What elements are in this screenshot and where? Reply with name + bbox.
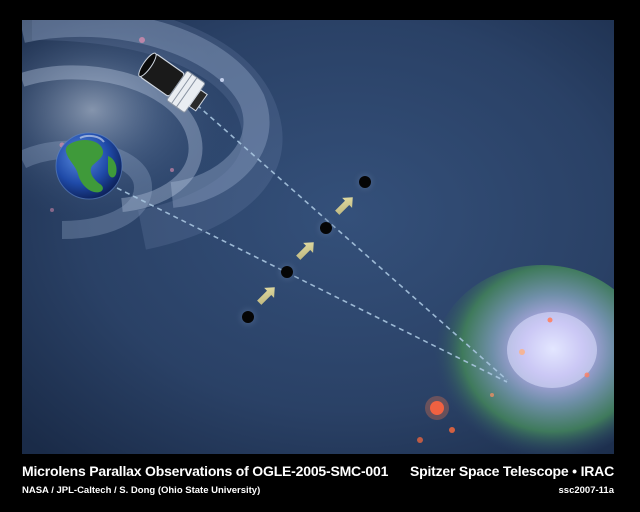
motion-arrow-icon <box>335 197 353 215</box>
lens-object-icon <box>234 303 262 331</box>
earth-icon <box>55 132 123 200</box>
lens-object-icon <box>351 168 379 196</box>
earth-sight-line <box>116 187 508 383</box>
milky-way-galaxy <box>22 20 283 250</box>
illustration <box>22 20 614 454</box>
spitzer-telescope-icon <box>138 52 208 113</box>
caption-instrument: Spitzer Space Telescope • IRAC <box>409 463 614 479</box>
lens-path <box>234 168 379 331</box>
motion-arrow-icon <box>257 287 275 305</box>
small-magellanic-cloud-icon <box>417 265 614 454</box>
caption-title: Microlens Parallax Observations of OGLE-… <box>22 463 389 479</box>
caption-credit: NASA / JPL-Caltech / S. Dong (Ohio State… <box>22 485 261 496</box>
motion-arrow-icon <box>296 242 314 260</box>
lens-object-icon <box>312 214 340 242</box>
lens-object-icon <box>273 258 301 286</box>
sight-lines <box>116 104 508 383</box>
illustration-canvas <box>22 20 614 454</box>
spitzer-sight-line <box>196 104 508 381</box>
caption-image-id: ssc2007-11a <box>558 485 614 496</box>
